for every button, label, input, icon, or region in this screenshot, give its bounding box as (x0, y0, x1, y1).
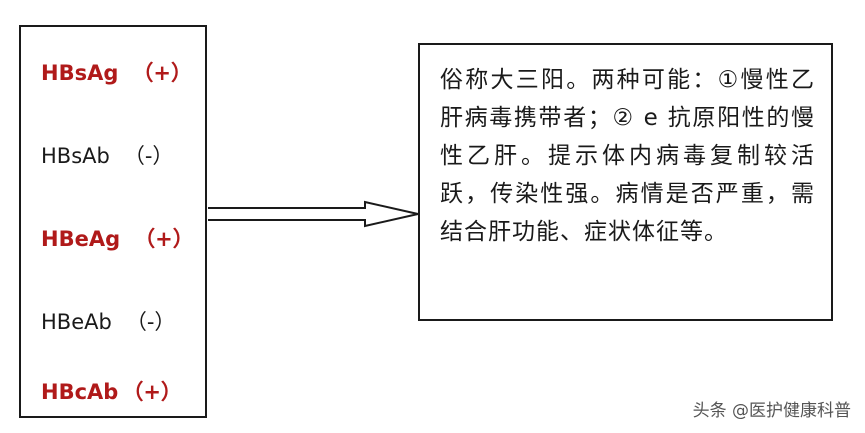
serology-markers-box: HBsAg （+） HBsAb （-） HBeAg （+） HBeAb （-） HBcA… (19, 25, 207, 418)
marker-sign: （+） (122, 380, 182, 404)
marker-hbcab: HBcAb（+） (41, 379, 182, 405)
marker-hbeag: HBeAg （+） (41, 226, 194, 252)
marker-name: HBeAb (41, 310, 112, 334)
source-watermark: 头条 @医护健康科普 (692, 401, 851, 421)
marker-hbsag: HBsAg （+） (41, 60, 192, 86)
marker-sign: （-） (123, 144, 174, 168)
interpretation-box: 俗称大三阳。两种可能：①慢性乙肝病毒携带者；② e 抗原阳性的慢性乙肝。提示体内… (418, 43, 833, 321)
connector-arrow (208, 200, 419, 228)
marker-hbeab: HBeAb （-） (41, 309, 175, 335)
marker-name: HBsAb (41, 144, 110, 168)
marker-name: HBcAb (41, 380, 119, 404)
marker-sign: （+） (132, 61, 192, 85)
marker-sign: （-） (125, 310, 176, 334)
marker-name: HBeAg (41, 227, 121, 251)
double-line-arrow-shape (208, 200, 419, 228)
marker-name: HBsAg (41, 61, 119, 85)
marker-hbsab: HBsAb （-） (41, 143, 173, 169)
marker-sign: （+） (134, 227, 194, 251)
interpretation-text: 俗称大三阳。两种可能：①慢性乙肝病毒携带者；② e 抗原阳性的慢性乙肝。提示体内… (440, 67, 815, 245)
